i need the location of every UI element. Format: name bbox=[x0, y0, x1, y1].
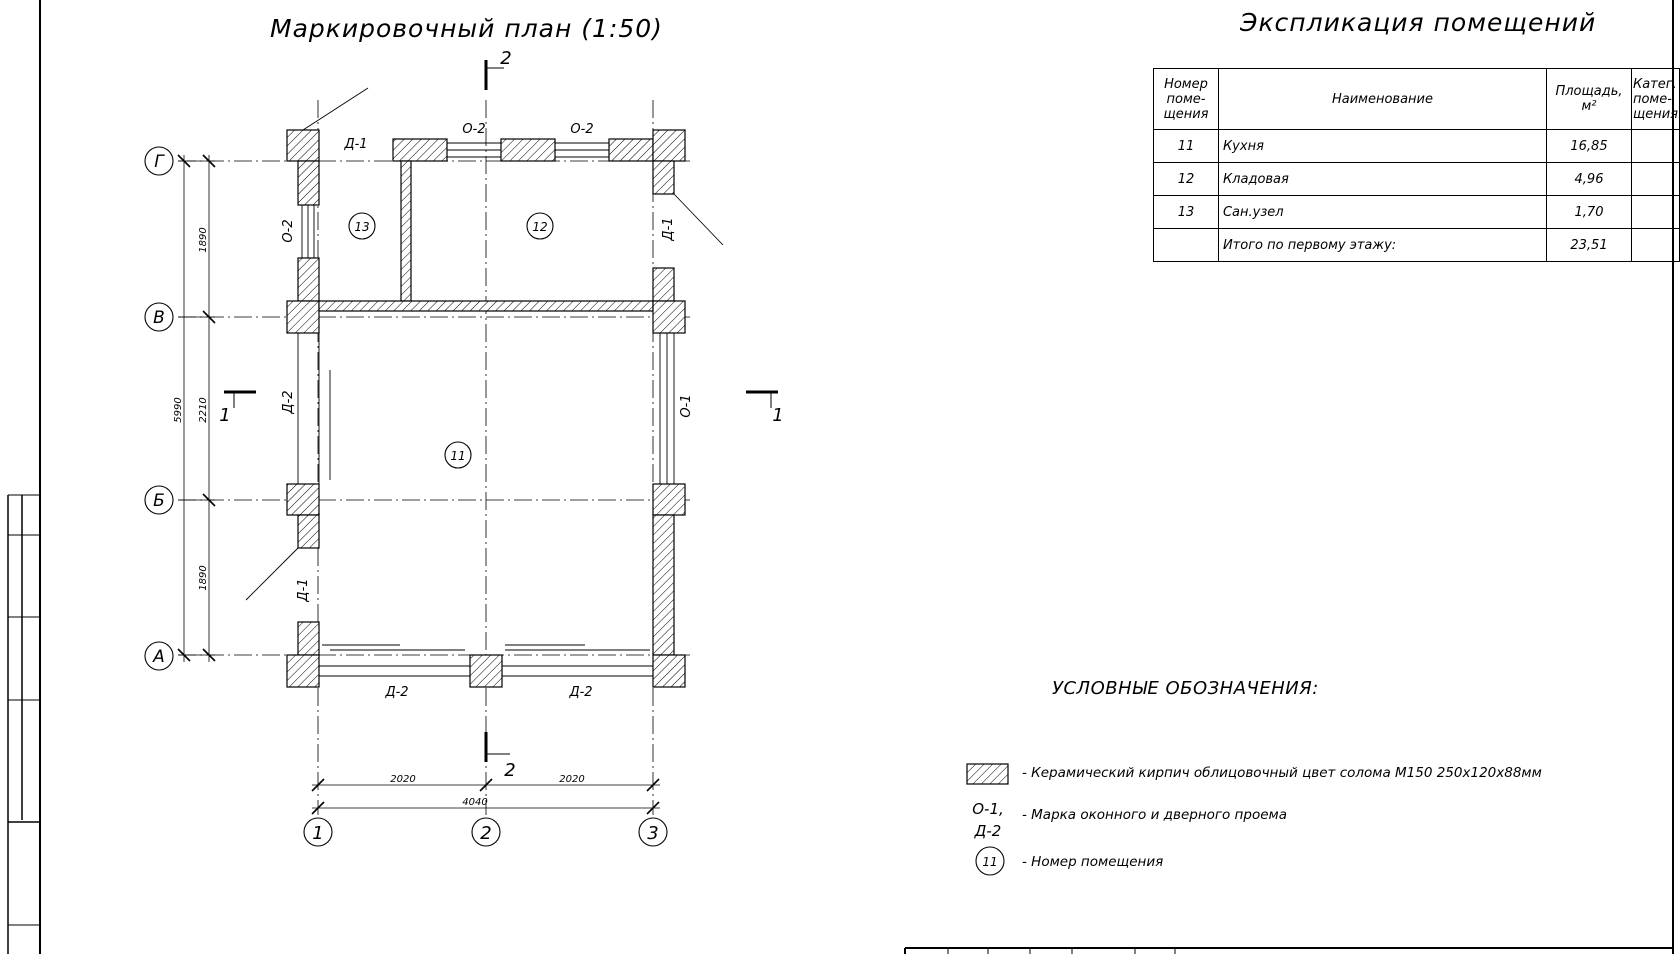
section-label-1-right: 1 bbox=[772, 405, 783, 426]
legend-hatch-sample bbox=[966, 763, 1009, 785]
section-label-2-bottom: 2 bbox=[504, 760, 515, 781]
section-label-1-left: 1 bbox=[219, 405, 230, 426]
axis-label-1: 1 bbox=[312, 823, 323, 844]
brick-walls bbox=[286, 129, 686, 688]
dim-2210: 2210 bbox=[198, 397, 209, 422]
opening-o2-top-right: О-2 bbox=[570, 122, 593, 137]
opening-d2-bottom-left: Д-2 bbox=[384, 685, 408, 700]
dim-1890-top: 1890 bbox=[198, 227, 209, 252]
dim-5990: 5990 bbox=[173, 397, 184, 422]
axis-label-b: Б bbox=[153, 491, 165, 511]
axis-lines bbox=[178, 100, 690, 815]
table-row: 11 Кухня 16,85 bbox=[1153, 129, 1680, 163]
opening-o2-top-left: О-2 bbox=[462, 122, 485, 137]
dim-2020-left: 2020 bbox=[390, 774, 415, 785]
header-name: Наименование bbox=[1217, 68, 1548, 130]
legend-title: УСЛОВНЫЕ ОБОЗНАЧЕНИЯ: bbox=[1052, 678, 1319, 699]
opening-d1-left: Д-1 bbox=[296, 578, 311, 602]
axis-label-3: 3 bbox=[647, 823, 658, 844]
axis-label-a: А bbox=[152, 647, 165, 667]
legend-mark-text: - Марка оконного и дверного проема bbox=[1022, 807, 1287, 823]
opening-d2-left: Д-2 bbox=[281, 390, 296, 414]
header-area: Площадь, м² bbox=[1546, 68, 1632, 130]
opening-d2-bottom-right: Д-2 bbox=[568, 685, 592, 700]
legend-room-text: - Номер помещения bbox=[1022, 854, 1164, 870]
dimension-lines bbox=[177, 154, 660, 815]
room-number-13: 13 bbox=[354, 220, 369, 234]
opening-d1-right: Д-1 bbox=[661, 217, 676, 241]
room-number-12: 12 bbox=[532, 220, 547, 234]
opening-o1-right: О-1 bbox=[679, 394, 694, 417]
axis-label-2: 2 bbox=[480, 823, 491, 844]
header-number: Номер поме- щения bbox=[1153, 68, 1219, 130]
table-row: 12 Кладовая 4,96 bbox=[1153, 162, 1680, 196]
section-label-2-top: 2 bbox=[500, 48, 511, 69]
dim-4040: 4040 bbox=[462, 797, 487, 808]
legend-room-symbol: 11 bbox=[982, 855, 997, 869]
explication-title: Экспликация помещений bbox=[1240, 8, 1597, 37]
explication-header-row: Номер поме- щения Наименование Площадь, … bbox=[1153, 68, 1680, 130]
legend-mark-symbol-1: О-1, bbox=[972, 800, 1004, 818]
opening-o2-left: О-2 bbox=[281, 219, 296, 242]
axis-label-g: Г bbox=[154, 152, 165, 172]
legend-mark-symbol-2: Д-2 bbox=[974, 822, 1002, 840]
table-row: 13 Сан.узел 1,70 bbox=[1153, 195, 1680, 229]
explication-table: Номер поме- щения Наименование Площадь, … bbox=[1153, 68, 1680, 262]
plan-title: Маркировочный план (1:50) bbox=[270, 14, 663, 43]
room-number-11: 11 bbox=[450, 449, 465, 463]
legend-brick-text: - Керамический кирпич облицовочный цвет … bbox=[1022, 765, 1542, 781]
opening-d1-top: Д-1 bbox=[343, 137, 367, 152]
dim-2020-right: 2020 bbox=[559, 774, 584, 785]
header-category: Катег. поме- щения bbox=[1630, 68, 1680, 130]
section-marks bbox=[224, 60, 778, 762]
dim-1890-bottom: 1890 bbox=[198, 565, 209, 590]
axis-bubbles bbox=[144, 146, 1005, 876]
table-total-row: Итого по первому этажу: 23,51 bbox=[1153, 228, 1680, 262]
axis-label-v: В bbox=[153, 308, 165, 328]
openings bbox=[245, 87, 724, 677]
